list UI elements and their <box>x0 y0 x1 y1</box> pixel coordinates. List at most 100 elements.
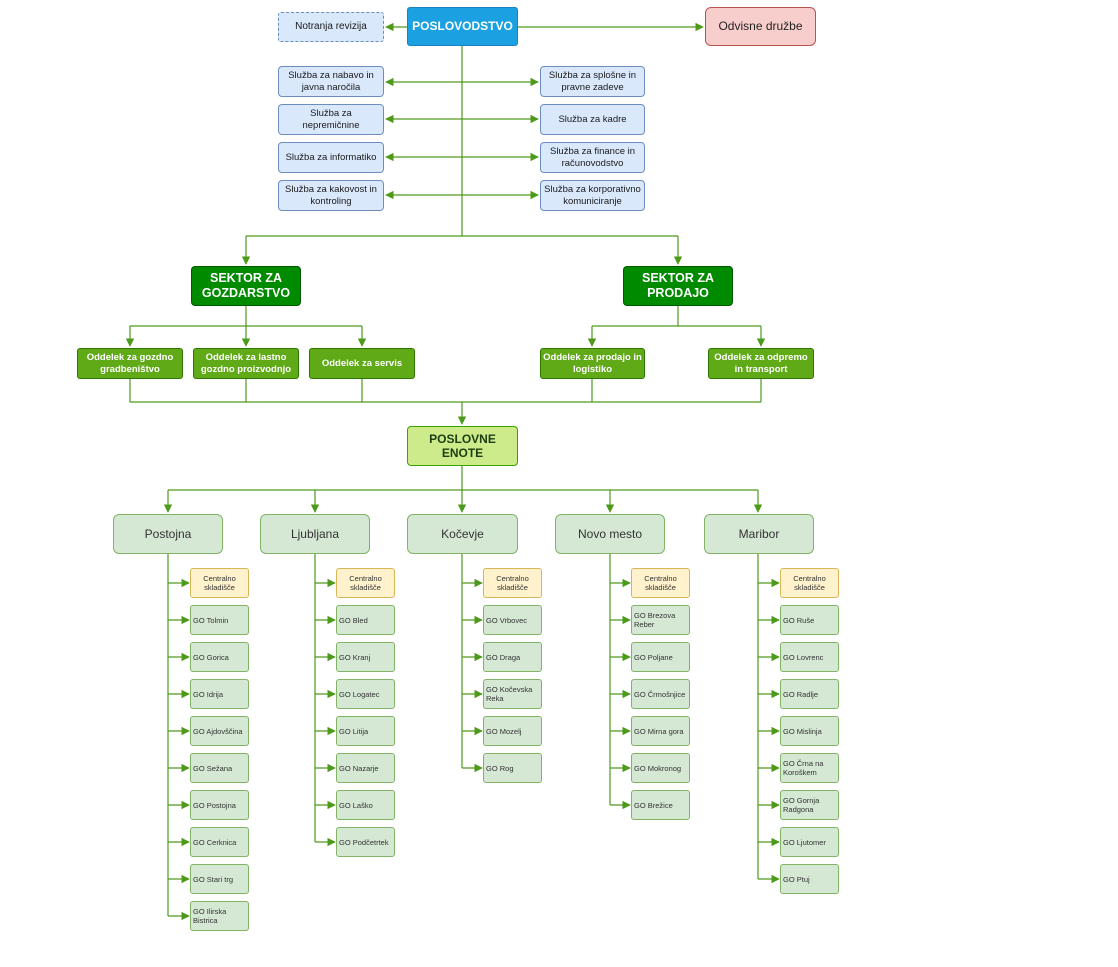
unit-box[interactable]: GO Logatec <box>336 679 395 709</box>
unit-label: GO Mozelj <box>486 726 522 736</box>
warehouse-label: Centralno skladišče <box>644 574 677 592</box>
management-label: POSLOVODSTVO <box>412 19 513 34</box>
unit-box[interactable]: GO Lovrenc <box>780 642 839 672</box>
department-box[interactable]: Oddelek za prodajo in logistiko <box>540 348 645 379</box>
unit-label: GO Tolmin <box>193 615 229 625</box>
unit-label: GO Ruše <box>783 615 815 625</box>
unit-box[interactable]: GO Črmošnjice <box>631 679 690 709</box>
central-warehouse-box[interactable]: Centralno skladišče <box>336 568 395 598</box>
sector-label: SEKTOR ZA GOZDARSTVO <box>201 271 291 300</box>
city-box-ljubljana[interactable]: Ljubljana <box>260 514 370 554</box>
unit-box[interactable]: GO Radlje <box>780 679 839 709</box>
unit-label: GO Brezova Reber <box>634 611 676 629</box>
unit-label: GO Logatec <box>339 689 380 699</box>
unit-box[interactable]: GO Podčetrtek <box>336 827 395 857</box>
unit-box[interactable]: GO Stari trg <box>190 864 249 894</box>
unit-box[interactable]: GO Draga <box>483 642 542 672</box>
unit-box[interactable]: GO Črna na Koroškem <box>780 753 839 783</box>
unit-label: GO Sežana <box>193 763 233 773</box>
city-box-maribor[interactable]: Maribor <box>704 514 814 554</box>
service-box-quality[interactable]: Služba za kakovost in kontroling <box>278 180 384 211</box>
department-box[interactable]: Oddelek za servis <box>309 348 415 379</box>
unit-label: GO Ajdovščina <box>193 726 243 736</box>
city-box-novo-mesto[interactable]: Novo mesto <box>555 514 665 554</box>
unit-box[interactable]: GO Bled <box>336 605 395 635</box>
unit-label: GO Mokronog <box>634 763 682 773</box>
unit-box[interactable]: GO Litija <box>336 716 395 746</box>
unit-box[interactable]: GO Vrbovec <box>483 605 542 635</box>
sector-label: SEKTOR ZA PRODAJO <box>642 271 714 300</box>
unit-box[interactable]: GO Ruše <box>780 605 839 635</box>
city-label: Maribor <box>738 526 780 541</box>
unit-label: GO Stari trg <box>193 874 234 884</box>
unit-box[interactable]: GO Gornja Radgona <box>780 790 839 820</box>
service-box-it[interactable]: Služba za informatiko <box>278 142 384 173</box>
city-label: Novo mesto <box>577 526 643 541</box>
unit-label: GO Bled <box>339 615 368 625</box>
central-warehouse-box[interactable]: Centralno skladišče <box>780 568 839 598</box>
unit-box[interactable]: GO Nazarje <box>336 753 395 783</box>
unit-box[interactable]: GO Ajdovščina <box>190 716 249 746</box>
unit-box[interactable]: GO Laško <box>336 790 395 820</box>
service-box-real-estate[interactable]: Služba za nepremičnine <box>278 104 384 135</box>
service-label: Služba za korporativno komuniciranje <box>544 184 641 207</box>
unit-label: GO Mislinja <box>783 726 822 736</box>
unit-box[interactable]: GO Mokronog <box>631 753 690 783</box>
unit-label: GO Brežice <box>634 800 673 810</box>
department-box[interactable]: Oddelek za odpremo in transport <box>708 348 814 379</box>
service-label: Služba za splošne in pravne zadeve <box>548 70 637 93</box>
warehouse-label: Centralno skladišče <box>349 574 382 592</box>
central-warehouse-box[interactable]: Centralno skladišče <box>483 568 542 598</box>
unit-label: GO Gornja Radgona <box>783 796 820 814</box>
unit-label: GO Nazarje <box>339 763 379 773</box>
unit-label: GO Laško <box>339 800 373 810</box>
service-box-finance[interactable]: Služba za finance in računovodstvo <box>540 142 645 173</box>
department-label: Oddelek za lastno gozdno proizvodnjo <box>200 352 292 375</box>
service-label: Služba za kakovost in kontroling <box>285 184 377 207</box>
unit-box[interactable]: GO Cerknica <box>190 827 249 857</box>
sector-forestry-box[interactable]: SEKTOR ZA GOZDARSTVO <box>191 266 301 306</box>
unit-box[interactable]: GO Tolmin <box>190 605 249 635</box>
unit-label: GO Mirna gora <box>634 726 684 736</box>
unit-box[interactable]: GO Mislinja <box>780 716 839 746</box>
unit-label: GO Radlje <box>783 689 819 699</box>
internal-audit-box[interactable]: Notranja revizija <box>278 12 384 42</box>
unit-box[interactable]: GO Mirna gora <box>631 716 690 746</box>
city-box-postojna[interactable]: Postojna <box>113 514 223 554</box>
department-box[interactable]: Oddelek za lastno gozdno proizvodnjo <box>193 348 299 379</box>
unit-box[interactable]: GO Ljutomer <box>780 827 839 857</box>
unit-box[interactable]: GO Mozelj <box>483 716 542 746</box>
unit-box[interactable]: GO Idrija <box>190 679 249 709</box>
unit-box[interactable]: GO Ilirska Bistrica <box>190 901 249 931</box>
central-warehouse-box[interactable]: Centralno skladišče <box>190 568 249 598</box>
unit-label: GO Ptuj <box>783 874 810 884</box>
central-warehouse-box[interactable]: Centralno skladišče <box>631 568 690 598</box>
sector-sales-box[interactable]: SEKTOR ZA PRODAJO <box>623 266 733 306</box>
internal-audit-label: Notranja revizija <box>295 21 367 32</box>
unit-box[interactable]: GO Ptuj <box>780 864 839 894</box>
service-box-procurement[interactable]: Služba za nabavo in javna naročila <box>278 66 384 97</box>
warehouse-label: Centralno skladišče <box>793 574 826 592</box>
unit-box[interactable]: GO Poljane <box>631 642 690 672</box>
unit-box[interactable]: GO Sežana <box>190 753 249 783</box>
subsidiaries-box[interactable]: Odvisne družbe <box>705 7 816 46</box>
service-box-legal[interactable]: Služba za splošne in pravne zadeve <box>540 66 645 97</box>
unit-box[interactable]: GO Rog <box>483 753 542 783</box>
management-box[interactable]: POSLOVODSTVO <box>407 7 518 46</box>
unit-box[interactable]: GO Kočevska Reka <box>483 679 542 709</box>
unit-label: GO Vrbovec <box>486 615 527 625</box>
unit-box[interactable]: GO Brezova Reber <box>631 605 690 635</box>
department-box[interactable]: Oddelek za gozdno gradbeništvo <box>77 348 183 379</box>
service-box-hr[interactable]: Služba za kadre <box>540 104 645 135</box>
unit-box[interactable]: GO Kranj <box>336 642 395 672</box>
unit-label: GO Gorica <box>193 652 229 662</box>
unit-box[interactable]: GO Brežice <box>631 790 690 820</box>
unit-label: GO Podčetrtek <box>339 837 389 847</box>
city-box-kocevje[interactable]: Kočevje <box>407 514 518 554</box>
department-label: Oddelek za prodajo in logistiko <box>543 352 642 375</box>
service-box-communication[interactable]: Služba za korporativno komuniciranje <box>540 180 645 211</box>
unit-box[interactable]: GO Gorica <box>190 642 249 672</box>
business-units-box[interactable]: POSLOVNE ENOTE <box>407 426 518 466</box>
unit-box[interactable]: GO Postojna <box>190 790 249 820</box>
